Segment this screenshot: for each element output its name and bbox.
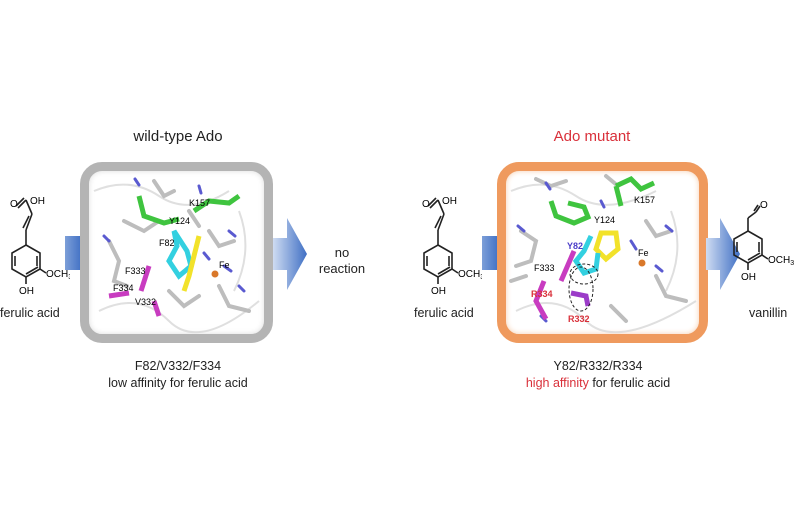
atom-oh-bottom: OH (741, 272, 756, 283)
interaction-highlight (568, 266, 594, 312)
atom-och3: OCH3 (458, 269, 482, 281)
magenta-residue-f333 (558, 250, 577, 282)
iron-atom (211, 270, 219, 278)
wild-type-affinity: low affinity for ferulic acid (108, 376, 248, 390)
atom-o: O (10, 199, 18, 210)
mutant-mutations: Y82/R332/R334 (553, 359, 643, 373)
input-arrow (65, 236, 82, 270)
residue-label: Y124 (169, 216, 190, 226)
substrate-ligand (593, 230, 621, 263)
magenta-residue-f333 (138, 265, 152, 292)
residue-label: Y82 (567, 241, 583, 251)
no-reaction-line2: reaction (318, 261, 366, 276)
vanillin-structure: O OCH3 OH (733, 200, 794, 283)
wild-type-title: wild-type Ado (133, 128, 223, 145)
output-arrow (706, 218, 740, 290)
residue-label: F82 (159, 238, 175, 248)
output-arrow (273, 218, 307, 290)
atom-och3: OCH3 (768, 255, 794, 267)
residue-label: F333 (125, 266, 146, 276)
protein-structure: K157 Y124 Y82 F333 R334 R332 Fe (509, 174, 697, 334)
residue-label: R334 (531, 289, 553, 299)
no-reaction-line1: no (334, 245, 350, 260)
atom-o: O (422, 199, 430, 210)
magenta-residue-f334 (108, 290, 130, 299)
green-residue-k157 (613, 175, 656, 207)
affinity-highlight: high affinity (525, 376, 589, 390)
interaction-highlight (569, 263, 599, 285)
no-reaction-label: no reaction (318, 245, 366, 277)
green-residue-k157 (192, 193, 241, 214)
residue-label: K157 (189, 198, 210, 208)
input-arrow (482, 236, 499, 270)
residue-label: F333 (534, 263, 555, 273)
magenta-residue-r332 (570, 290, 591, 307)
affinity-rest: for ferulic acid (588, 376, 671, 390)
wild-type-caption: F82/V332/F334 low affinity for ferulic a… (48, 358, 308, 392)
protein-structure: K157 Y124 F82 F333 F334 V332 Fe (93, 177, 260, 334)
magenta-residue-v332 (151, 300, 162, 317)
product-label: vanillin (749, 306, 788, 320)
residue-label: Fe (219, 260, 230, 270)
atom-oh: OH (442, 196, 457, 207)
residue-label: F334 (113, 283, 134, 293)
atom-och3: OCH3 (46, 269, 70, 281)
cyan-residue-f82 (166, 229, 194, 280)
substrate-label: ferulic acid (0, 306, 60, 320)
iron-atom (638, 259, 646, 267)
green-residue-y124 (548, 200, 592, 226)
mutant-caption: Y82/R332/R334 high affinity for ferulic … (468, 358, 728, 392)
wild-type-active-site: K157 Y124 F82 F333 F334 V332 Fe (80, 162, 273, 343)
green-residue-y124 (136, 195, 180, 226)
atom-o: O (760, 200, 768, 211)
residue-label: Fe (638, 248, 649, 258)
residue-label: K157 (634, 195, 655, 205)
substrate-label: ferulic acid (414, 306, 474, 320)
ferulic-acid-structure: O OH OCH3 OH (422, 196, 482, 297)
magenta-residue-r334 (533, 280, 549, 321)
atom-oh-bottom: OH (431, 286, 446, 297)
ferulic-acid-structure: O OH OCH3 OH (10, 196, 70, 297)
mutant-active-site: K157 Y124 Y82 F333 R334 R332 Fe (497, 162, 708, 343)
residue-label: Y124 (594, 215, 615, 225)
substrate-ligand (181, 235, 202, 292)
atom-oh-bottom: OH (19, 286, 34, 297)
mutant-title: Ado mutant (553, 128, 631, 145)
mutant-affinity: high affinity for ferulic acid (468, 375, 728, 392)
wild-type-mutations: F82/V332/F334 (134, 359, 222, 373)
residue-label: V332 (135, 297, 156, 307)
atom-oh: OH (30, 196, 45, 207)
residue-label: R332 (568, 314, 590, 324)
